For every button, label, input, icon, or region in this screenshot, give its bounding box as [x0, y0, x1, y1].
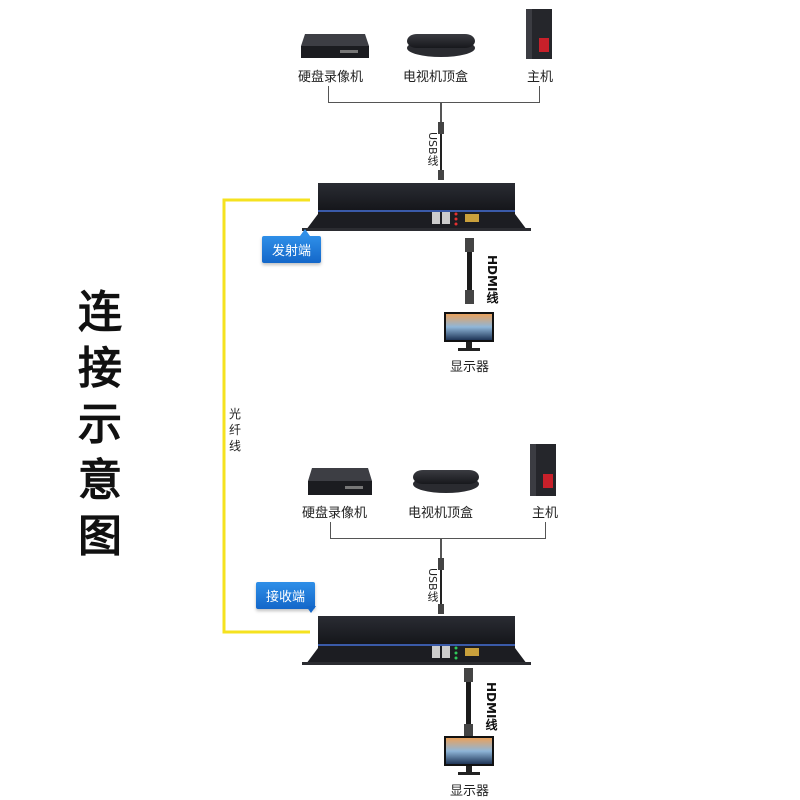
title-char: 图	[78, 511, 122, 562]
hdmi-cable-label: HDMI线	[484, 682, 498, 731]
receiver-badge: 接收端	[256, 582, 316, 609]
diagram-title: 连 接 示 意 图	[70, 285, 130, 565]
device-label: 主机	[532, 506, 559, 521]
monitor-icon	[444, 312, 494, 351]
monitor-label: 显示器	[450, 360, 490, 375]
set-top-box-icon	[407, 34, 475, 57]
set-top-box-icon	[413, 470, 479, 493]
badge-pointer	[306, 606, 316, 613]
hdmi-cable-icon	[465, 238, 474, 304]
fiber-cable	[222, 198, 310, 634]
usb-cable-label: USB线	[426, 132, 439, 166]
title-char: 连	[78, 287, 122, 338]
fiber-char: 光	[228, 407, 241, 421]
badge-pointer	[300, 229, 310, 236]
title-char: 示	[78, 399, 122, 450]
title-char: 意	[78, 455, 122, 506]
usb-cable-label: USB线	[426, 568, 439, 602]
device-connector-bracket	[328, 86, 540, 103]
hdmi-cable-icon	[464, 668, 473, 738]
device-connector-bracket	[330, 522, 546, 539]
device-label: 主机	[527, 70, 554, 85]
transmitter-badge: 发射端	[262, 236, 322, 263]
device-label: 硬盘录像机	[302, 506, 368, 521]
receiver-extender	[302, 616, 531, 665]
monitor-label: 显示器	[450, 784, 490, 799]
fiber-char: 纤	[228, 423, 241, 437]
device-label: 电视机顶盒	[403, 70, 469, 85]
hdmi-cable-label: HDMI线	[485, 255, 499, 304]
title-char: 接	[78, 343, 122, 394]
connector-stem	[440, 102, 442, 122]
fiber-label: 光 纤 线	[228, 406, 242, 454]
dvr-icon	[308, 468, 372, 495]
monitor-icon	[444, 736, 494, 775]
usb-cable-icon	[438, 558, 444, 614]
pc-tower-icon	[530, 444, 556, 496]
connector-stem	[440, 538, 442, 558]
device-label: 硬盘录像机	[298, 70, 364, 85]
fiber-char: 线	[228, 439, 241, 453]
transmitter-extender	[302, 183, 531, 231]
dvr-icon	[301, 34, 369, 58]
device-label: 电视机顶盒	[408, 506, 474, 521]
pc-tower-icon	[526, 9, 552, 59]
usb-cable-icon	[438, 122, 444, 180]
